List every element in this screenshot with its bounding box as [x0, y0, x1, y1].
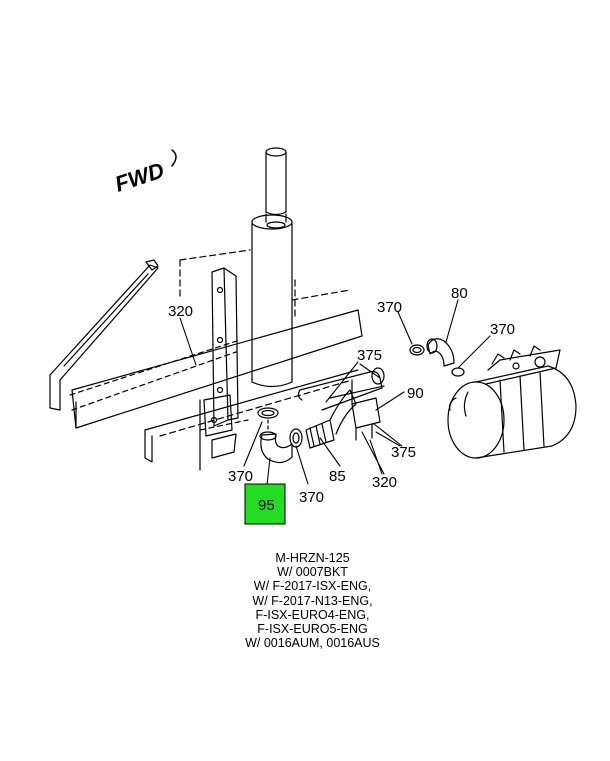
- mounting-bracket-left: [49, 259, 241, 411]
- clamp-lower: [289, 428, 303, 448]
- pipe-90: [297, 367, 385, 441]
- caption-line: W/ 0016AUM, 0016AUS: [245, 636, 380, 651]
- callout-370-bottom[interactable]: 370: [299, 489, 324, 506]
- caption-line: F-ISX-EURO4-ENG,: [255, 607, 370, 622]
- highlight-box-95: [244, 483, 286, 525]
- aftertreatment-unit: [447, 345, 577, 459]
- callout-375-bottom[interactable]: 375: [391, 444, 416, 461]
- elbow-80: [426, 338, 455, 367]
- callout-375-top[interactable]: 375: [357, 347, 382, 364]
- fwd-arrow-icon: [171, 149, 177, 167]
- frame-rail: [71, 249, 363, 471]
- caption-line: W/ F-2017-N13-ENG,: [252, 593, 373, 608]
- stack-bracket: [199, 267, 249, 459]
- callout-370-bottom-left[interactable]: 370: [228, 468, 253, 485]
- elbow-95: [259, 431, 293, 464]
- callout-95[interactable]: 95: [258, 497, 275, 514]
- clamp-upper-stack: [257, 407, 279, 419]
- callout-80[interactable]: 80: [451, 285, 468, 302]
- fwd-label: FWD: [112, 157, 167, 196]
- caption-line: F-ISX-EURO5-ENG: [257, 622, 368, 637]
- flex-pipe-85: [305, 389, 357, 449]
- applicability-caption: M-HRZN-125 W/ 0007BKT W/ F-2017-ISX-ENG,…: [180, 551, 445, 650]
- callout-85[interactable]: 85: [329, 468, 346, 485]
- caption-line: W/ F-2017-ISX-ENG,: [253, 579, 372, 594]
- leader-lines: [179, 299, 491, 495]
- caption-line: W/ 0007BKT: [277, 565, 348, 580]
- callout-320-left[interactable]: 320: [168, 303, 193, 320]
- caption-line: M-HRZN-125: [275, 551, 350, 565]
- callout-370-top[interactable]: 370: [377, 299, 402, 316]
- clamp-right: [451, 367, 465, 377]
- clamp-near-80: [409, 344, 425, 356]
- callout-90[interactable]: 90: [407, 385, 424, 402]
- callout-320-bottom[interactable]: 320: [372, 474, 397, 491]
- exhaust-stack: [251, 147, 293, 388]
- callout-370-right[interactable]: 370: [490, 321, 515, 338]
